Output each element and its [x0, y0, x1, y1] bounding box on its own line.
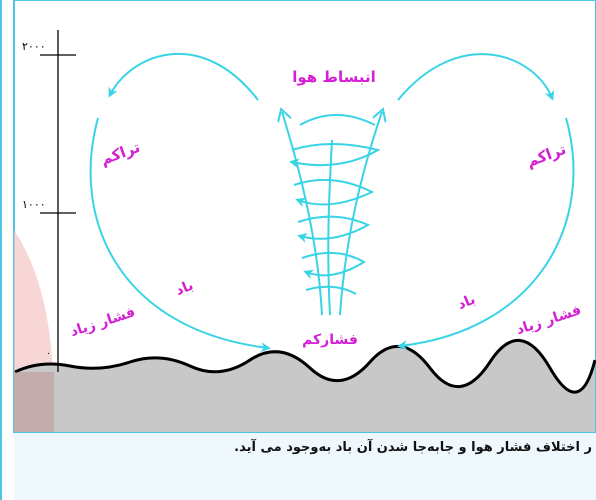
- ground: [15, 340, 595, 432]
- swirl-3: [293, 178, 375, 208]
- right-loop-arrow: [397, 53, 555, 101]
- swirl-1: [299, 114, 376, 126]
- swirl-5: [301, 251, 366, 280]
- axis-tick-label-1000: ۱۰۰۰: [22, 198, 46, 211]
- axis-tick-label-0: ۰: [46, 349, 51, 359]
- wind-right-label: باد: [455, 292, 477, 313]
- swirl-2: [289, 143, 381, 169]
- page-left-border: [0, 0, 2, 500]
- swirl-6: [305, 285, 357, 295]
- ground-shadow: [14, 372, 54, 432]
- expansion-label: انبساط هوا: [292, 68, 376, 86]
- updraft-core: [327, 139, 333, 316]
- caption-text: ر اختلاف فشار هوا و جابه‌جا شدن آن باد ب…: [234, 440, 592, 455]
- ground-line: [14, 339, 596, 394]
- caption-area: [14, 433, 596, 500]
- wind-left-label: باد: [173, 278, 195, 299]
- left-loop-arrow: [108, 52, 259, 101]
- axis-tick-label-2000: ۲۰۰۰: [22, 40, 46, 53]
- left-descending-arrow: [89, 117, 271, 353]
- right-descending-arrow: [397, 117, 575, 351]
- swirl-4: [297, 215, 371, 243]
- swirl-group: [289, 114, 381, 295]
- low-pressure-label: فشارکم: [302, 332, 358, 348]
